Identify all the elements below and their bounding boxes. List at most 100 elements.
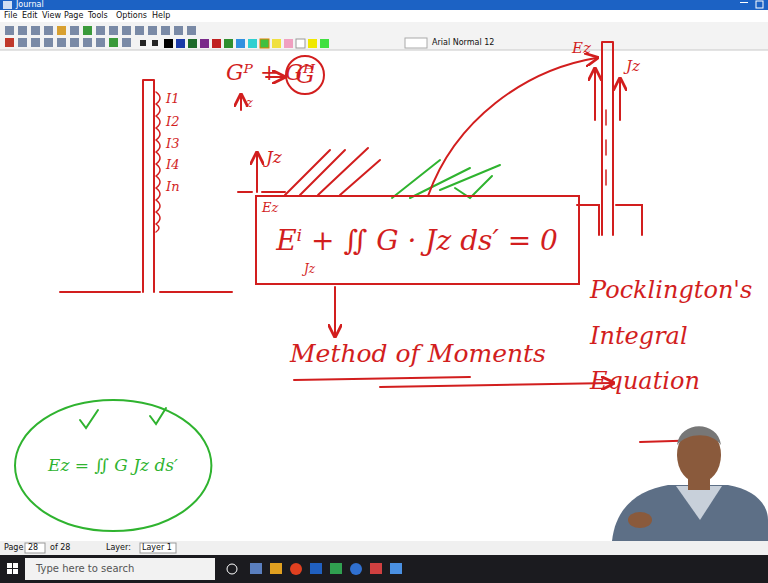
menu-item: Tools [88, 11, 108, 20]
status-bar-part [0, 541, 768, 555]
equation-text: Eⁱ + ∬ G · Jz ds′ = 0 [276, 224, 558, 257]
color-palette-part [248, 39, 257, 48]
tool-bar [0, 22, 768, 50]
equation-text: Ez = ∬ G Jz ds′ [48, 455, 178, 475]
toolbar-icons-part [96, 38, 105, 47]
method-note: Method of Moments [290, 340, 546, 369]
toolbar-icons-part [96, 26, 105, 35]
window-title: Journal [16, 0, 44, 9]
field-hatching [285, 148, 500, 198]
green-ticks [80, 408, 166, 428]
menu-item: Options [116, 11, 147, 20]
toolbar-icons-part [57, 26, 66, 35]
green-ticks-part [80, 410, 98, 428]
right-monopole-sketch-part [619, 80, 621, 120]
layer-selector: Layer 1 [142, 543, 172, 552]
segment-current: I4 [166, 158, 179, 173]
status-bar [0, 541, 768, 555]
middle-monopole-sketch-part [238, 191, 285, 193]
status-bar-part [140, 543, 176, 553]
equation-ellipse: Ez = ∬ G Jz ds′ [13, 398, 213, 533]
taskbar-part [270, 563, 282, 574]
axis-name: z [246, 96, 253, 111]
lecturer-photo-part [612, 485, 768, 541]
window-chrome [0, 0, 768, 50]
left-monopole-sketch-part [156, 92, 160, 232]
right-monopole-sketch-part [602, 42, 613, 235]
lecturer-photo-part [688, 478, 710, 490]
toolbar-icons-part [18, 38, 27, 47]
toolbar-icons-part [109, 38, 118, 47]
color-palette-part [176, 39, 185, 48]
annotation-arrows-part [334, 287, 336, 335]
taskbar-part [310, 563, 322, 574]
toolbar-icons-part [44, 26, 53, 35]
menu-item: Edit [22, 11, 38, 20]
taskbar-part [13, 569, 18, 574]
taskbar-part [0, 555, 24, 583]
toolbar-icons-part [140, 40, 146, 46]
lecturer-photo-part [677, 426, 721, 445]
annotation-arrows-part [428, 58, 596, 196]
toolbar-icons-part [135, 26, 144, 35]
toolbar-icons-part [148, 26, 157, 35]
field-symbol: Ez [262, 201, 278, 216]
status-text: Page [4, 543, 23, 552]
field-hatching-part [392, 160, 500, 198]
taskbar-part [370, 563, 382, 574]
annotation-arrows-part [380, 383, 612, 387]
color-palette-part [296, 39, 305, 48]
ellipse-outline [15, 400, 211, 531]
taskbar-part [350, 563, 362, 575]
toolbar-icons-part [187, 26, 196, 35]
equation-name: Pocklington's Integral Equation [590, 268, 750, 405]
toolbar-icons-part [44, 38, 53, 47]
lecturer-photo-part [628, 512, 652, 528]
toolbar-icons-part [70, 38, 79, 47]
minimize-button [740, 2, 748, 3]
toolbar-icons-part [174, 26, 183, 35]
toolbar-icons-part [31, 38, 40, 47]
taskbar-part [7, 569, 12, 574]
taskbar-part [7, 563, 12, 568]
middle-monopole-sketch [238, 77, 285, 192]
toolbar-icons-part [70, 26, 79, 35]
toolbar-icons-part [122, 38, 131, 47]
menu-bar [0, 10, 768, 22]
color-palette-part [272, 39, 281, 48]
right-monopole-sketch-part [577, 205, 642, 235]
color-palette-part [260, 39, 269, 48]
toolbar-icons-part [18, 26, 27, 35]
equation-box: Eⁱ + ∬ G · Jz ds′ = 0 [255, 195, 580, 285]
toolbar-icons [5, 26, 196, 47]
taskbar-part [390, 563, 402, 574]
lecturer-photo [612, 426, 768, 541]
app-icon [3, 1, 12, 9]
menu-item: Help [152, 11, 170, 20]
taskbar [0, 555, 768, 583]
toolbar-icons-part [5, 38, 14, 47]
field-hatching-part [285, 148, 380, 195]
color-palette [164, 38, 427, 48]
current-symbol: Jz [266, 148, 282, 168]
toolbar-icons-part [122, 26, 131, 35]
middle-monopole-sketch-part [240, 96, 242, 110]
toolbar-icons-part [83, 38, 92, 47]
color-palette-part [236, 39, 245, 48]
toolbar-icons-part [31, 26, 40, 35]
green-function-sum: Gᴾ + Gᴴ [226, 60, 315, 85]
font-selector: Arial Normal 12 [432, 38, 494, 47]
color-palette-part [212, 39, 221, 48]
toolbar-icons-part [57, 38, 66, 47]
color-palette-part [284, 39, 293, 48]
tool-bar-edge [0, 50, 768, 51]
page-number: 28 [28, 543, 38, 552]
taskbar-part [330, 563, 342, 574]
toolbar-icons-part [152, 40, 158, 46]
green-ticks-part [150, 408, 166, 424]
taskbar-part [0, 555, 768, 583]
taskbar-part [13, 563, 18, 568]
search-hint: Type here to search [36, 563, 134, 575]
field-symbol: Ez [572, 40, 591, 57]
toolbar-icons-part [161, 26, 170, 35]
